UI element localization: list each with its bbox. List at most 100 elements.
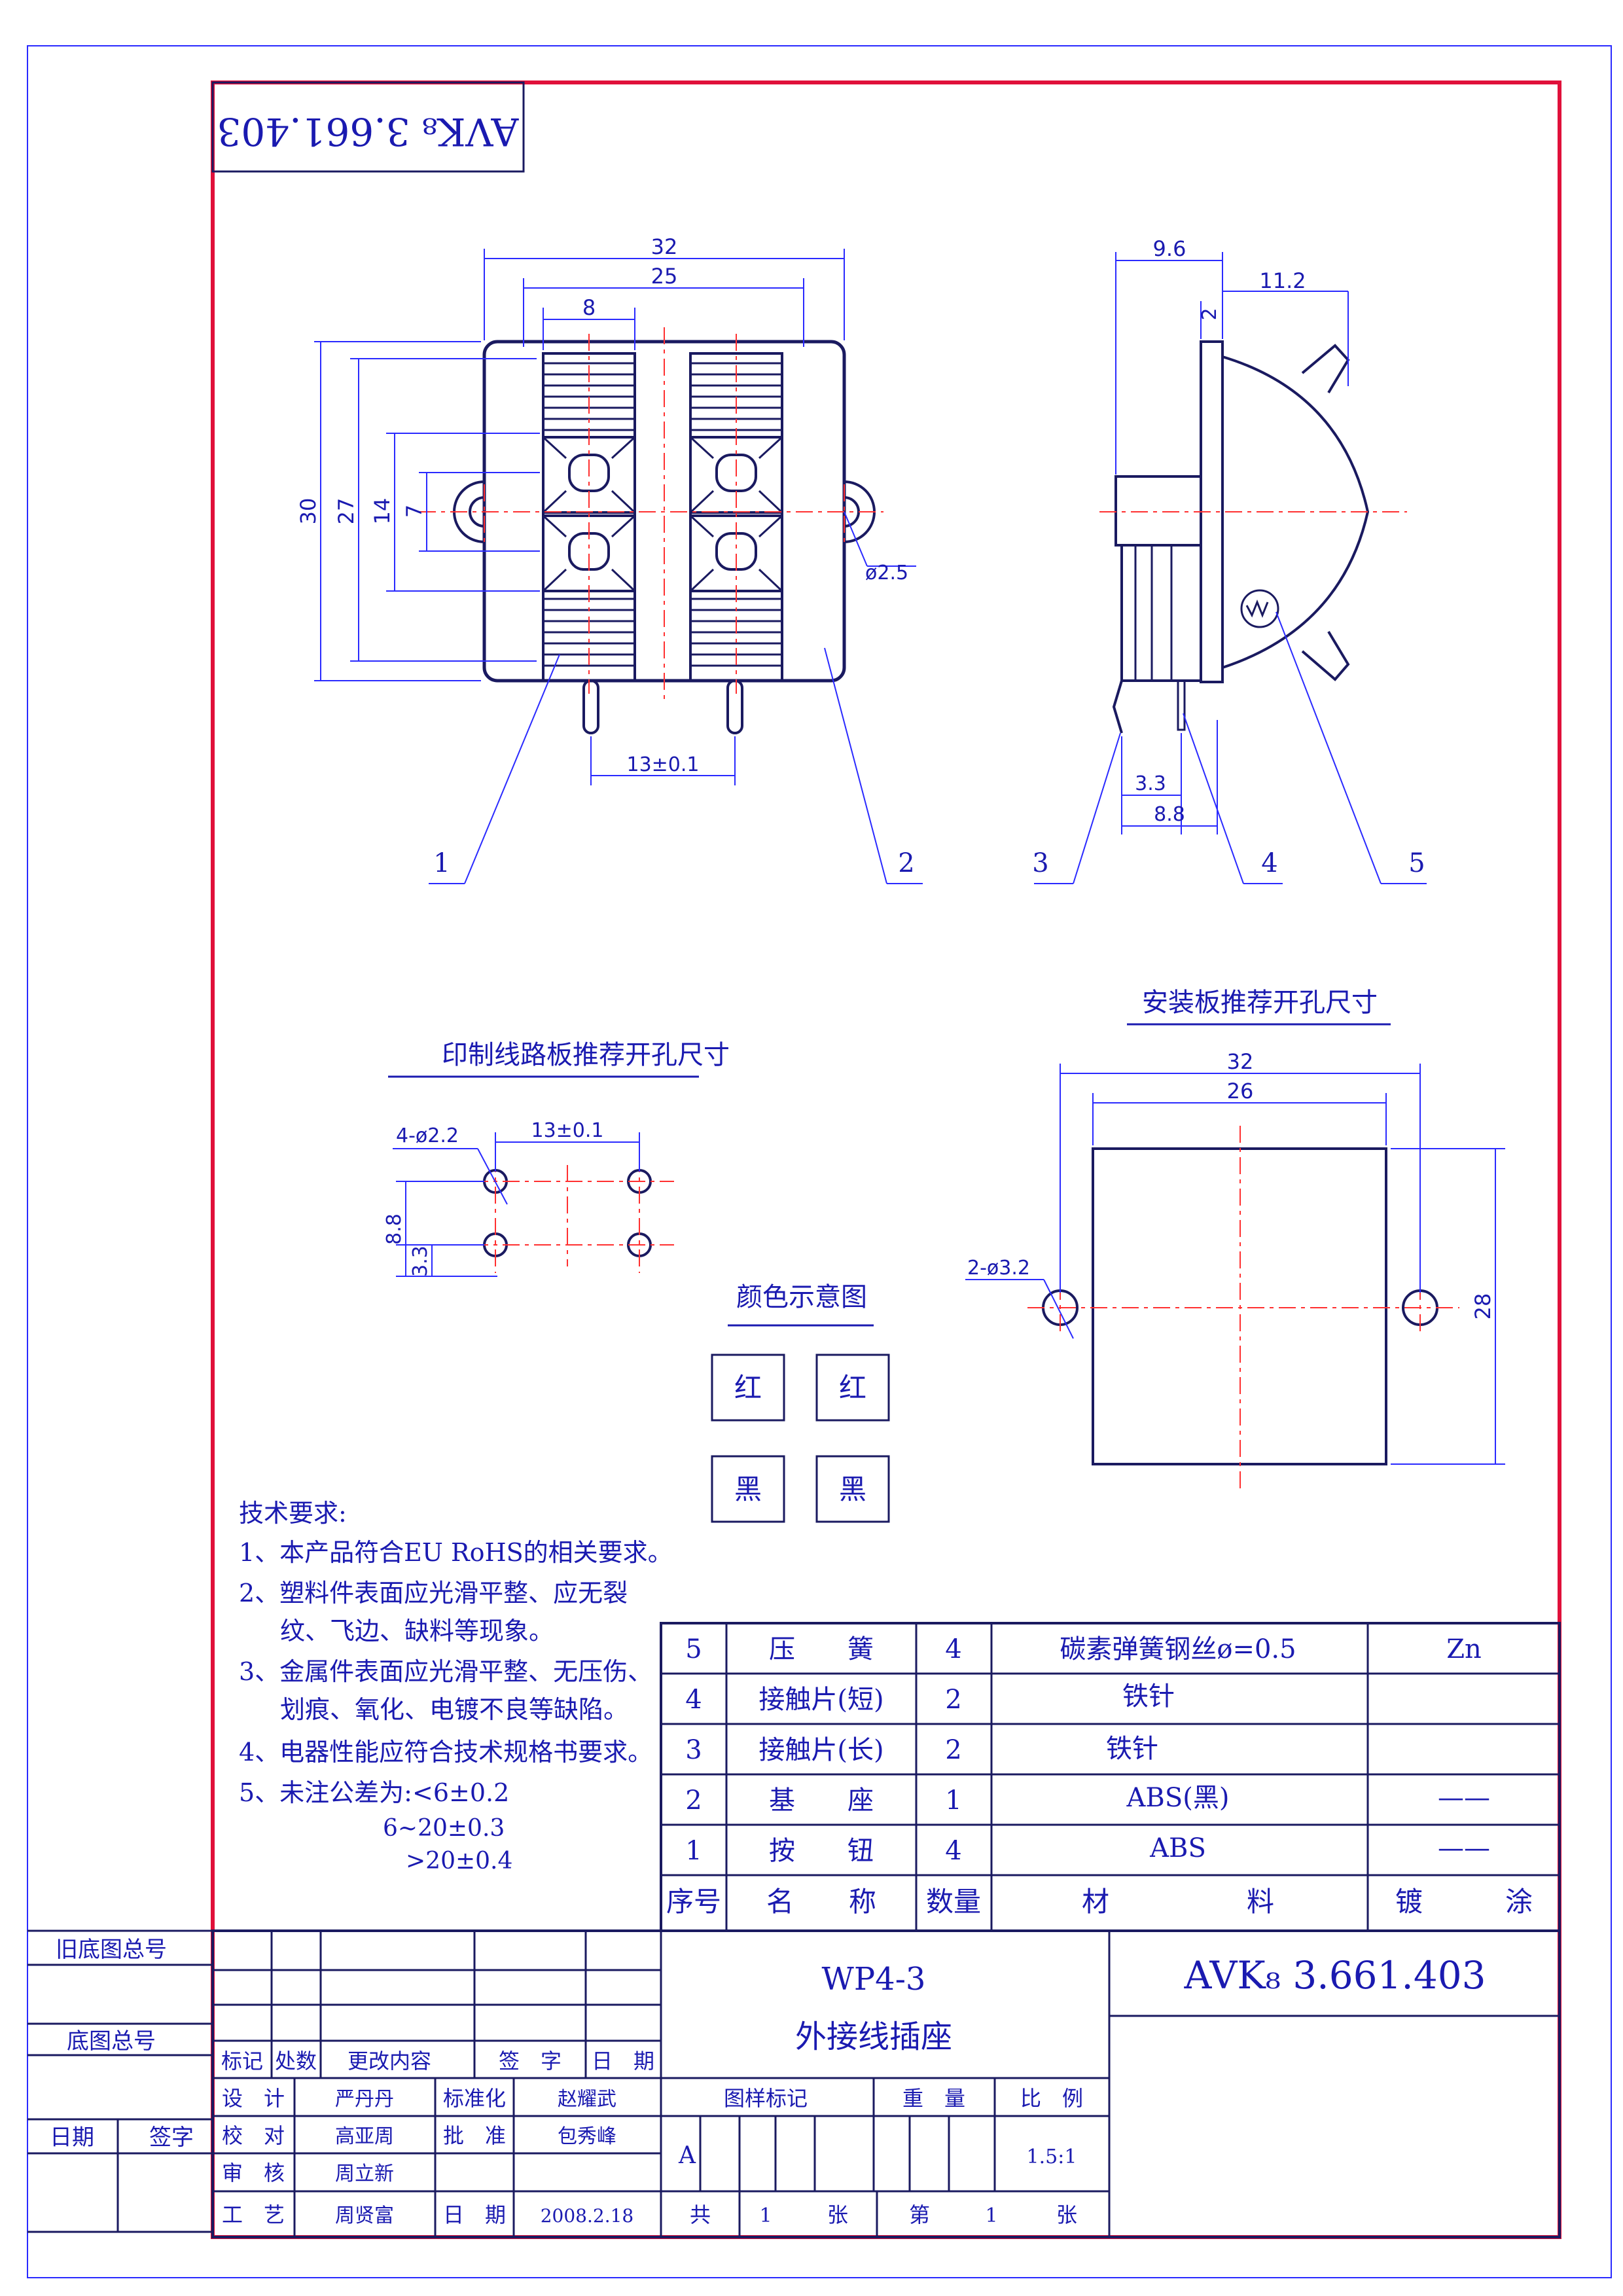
tech-line-3: 纹、飞边、缺料等现象。 (280, 1617, 554, 1645)
svg-text:1: 1 (685, 1836, 702, 1866)
svg-text:3: 3 (685, 1735, 702, 1765)
rotated-drawing-number: AVK₈ 3.661.403 (217, 109, 519, 154)
red-frame (211, 81, 1561, 2239)
svg-text:数量: 数量 (926, 1886, 981, 1918)
dim-pin-spacing: 13±0.1 (626, 753, 699, 776)
weight-label: 重 量 (902, 2086, 965, 2111)
svg-text:日 期: 日 期 (443, 2202, 506, 2227)
callout-2: 2 (898, 848, 914, 878)
svg-text:赵耀武: 赵耀武 (558, 2088, 616, 2111)
panel-cutout: 安装板推荐开孔尺寸 32 26 2-ø3.2 28 (965, 988, 1505, 1492)
svg-text:工 艺: 工 艺 (222, 2202, 285, 2227)
role-row-review: 审 核 周立新 (222, 2161, 394, 2185)
bom-row-1: 1 按 钮 4 ABS —— (685, 1833, 1490, 1866)
date-label: 日期 (50, 2125, 94, 2151)
svg-text:Zn: Zn (1446, 1634, 1482, 1664)
sheet-no: 1 (985, 2204, 997, 2227)
svg-text:序号: 序号 (666, 1886, 721, 1918)
scale-label: 比 例 (1020, 2086, 1083, 2111)
color-cell-2: 红 (839, 1372, 866, 1404)
callout-4: 4 (1261, 848, 1277, 878)
callout-1: 1 (433, 848, 450, 878)
mark-label: 图样标记 (724, 2086, 808, 2111)
outer-border (27, 45, 1612, 2278)
svg-text:接触片(长): 接触片(长) (758, 1735, 883, 1765)
tech-line-9: >20±0.4 (406, 1848, 512, 1874)
side-view: 9.6 11.2 2 3.3 8.8 3 4 5 (1032, 236, 1427, 884)
sign-label: 签字 (149, 2125, 194, 2151)
svg-text:2: 2 (945, 1685, 961, 1715)
dim-2: 2 (1198, 308, 1221, 320)
tech-line-4: 3、金属件表面应光滑平整、无压伤、 (239, 1657, 652, 1686)
scale-value: 1.5:1 (1027, 2145, 1077, 2168)
dim-height-27: 27 (334, 498, 359, 525)
svg-text:严丹丹: 严丹丹 (335, 2088, 394, 2111)
sheet-label-1: 张 (827, 2202, 848, 2227)
tech-line-1: 1、本产品符合EU RoHS的相关要求。 (239, 1538, 673, 1567)
model-name: WP4-3 (822, 1961, 926, 1998)
svg-text:铁针: 铁针 (1122, 1681, 1175, 1712)
svg-text:基 座: 基 座 (769, 1785, 874, 1816)
bom-header: 序号 名 称 数量 材 料 镀 涂 (666, 1886, 1533, 1918)
role-row-check: 校 对 高亚周 批 准 包秀峰 (222, 2123, 616, 2148)
tech-line-2: 2、塑料件表面应光滑平整、应无裂 (239, 1579, 628, 1607)
svg-text:周贤富: 周贤富 (335, 2204, 394, 2227)
color-cell-1: 红 (734, 1372, 762, 1404)
pcb-dim-3-3: 3.3 (409, 1246, 432, 1277)
bom-table: 5 压 簧 4 碳素弹簧钢丝ø=0.5 Zn 4 接触片(短) 2 铁针 3 接… (660, 1622, 1561, 1932)
panel-dim-holes: 2-ø3.2 (967, 1257, 1030, 1280)
mark-value: A (678, 2142, 696, 2169)
svg-text:按 钮: 按 钮 (769, 1836, 874, 1866)
callout-5: 5 (1408, 848, 1425, 878)
color-cell-3: 黑 (734, 1473, 762, 1505)
svg-text:2008.2.18: 2008.2.18 (541, 2205, 634, 2227)
role-row-design: 设 计 严丹丹 标准化 赵耀武 (222, 2086, 616, 2111)
sheet-no-label: 第 (909, 2202, 930, 2227)
color-cell-4: 黑 (839, 1473, 866, 1505)
tech-heading: 技术要求: (239, 1499, 347, 1528)
panel-dim-28: 28 (1471, 1293, 1495, 1320)
svg-text:设 计: 设 计 (222, 2086, 285, 2111)
svg-text:4: 4 (945, 1836, 961, 1866)
dim-11-2: 11.2 (1259, 268, 1306, 293)
dim-width-inner: 25 (651, 264, 678, 289)
tech-line-7: 5、未注公差为:<6±0.2 (239, 1778, 509, 1807)
rev-header-count: 处数 (275, 2049, 317, 2073)
callout-3: 3 (1032, 848, 1048, 878)
title-block: 标记 处数 更改内容 签 字 日 期 设 计 严丹丹 标准化 赵耀武 校 对 高… (211, 1929, 1561, 2238)
color-legend-title: 颜色示意图 (736, 1282, 867, 1312)
svg-text:审 核: 审 核 (222, 2161, 285, 2185)
bom-row-4: 4 接触片(短) 2 铁针 (685, 1681, 1175, 1715)
dim-height-total: 30 (296, 498, 321, 525)
dim-height-14: 14 (370, 498, 395, 525)
svg-text:ABS: ABS (1149, 1833, 1206, 1863)
svg-text:2: 2 (945, 1735, 961, 1765)
rev-header-mark: 标记 (221, 2049, 263, 2073)
dim-height-7: 7 (402, 505, 427, 518)
svg-text:批 准: 批 准 (443, 2123, 506, 2148)
panel-dim-32: 32 (1227, 1049, 1254, 1074)
svg-text:周立新: 周立新 (335, 2162, 394, 2185)
svg-text:碳素弹簧钢丝ø=0.5: 碳素弹簧钢丝ø=0.5 (1060, 1634, 1296, 1664)
svg-text:镀 涂: 镀 涂 (1395, 1886, 1533, 1918)
tech-line-8: 6~20±0.3 (383, 1815, 505, 1842)
rotated-number-box: AVK₈ 3.661.403 (211, 81, 525, 173)
left-strip: 旧底图总号 底图总号 日期 签字 (27, 1929, 213, 2233)
old-base-total-label: 旧底图总号 (56, 1937, 167, 1963)
dim-3-3: 3.3 (1135, 772, 1166, 795)
svg-text:——: —— (1438, 1783, 1490, 1813)
tech-line-6: 4、电器性能应符合技术规格书要求。 (239, 1738, 652, 1767)
rev-header-content: 更改内容 (348, 2049, 431, 2073)
svg-text:4: 4 (685, 1685, 702, 1715)
svg-text:铁针: 铁针 (1106, 1734, 1158, 1764)
base-total-label: 底图总号 (67, 2028, 156, 2054)
tech-line-5: 划痕、氧化、电镀不良等缺陷。 (280, 1695, 628, 1724)
bom-row-3: 3 接触片(长) 2 铁针 (685, 1734, 1158, 1765)
pcb-dim-8-8: 8.8 (383, 1213, 406, 1245)
pcb-dim-spacing: 13±0.1 (531, 1119, 603, 1142)
rev-header-sign: 签 字 (499, 2049, 562, 2073)
svg-text:材 料: 材 料 (1082, 1886, 1274, 1918)
panel-dim-26: 26 (1227, 1079, 1254, 1103)
svg-text:高亚周: 高亚周 (335, 2125, 394, 2148)
